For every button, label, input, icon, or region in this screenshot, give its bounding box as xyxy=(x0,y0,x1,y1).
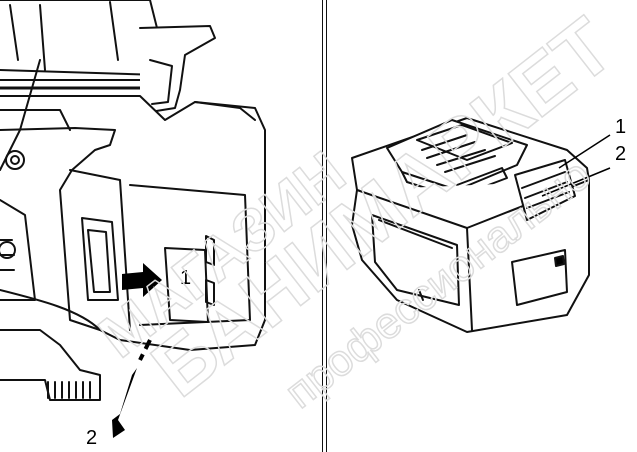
battery-pack-drawing xyxy=(351,117,611,333)
push-arrow xyxy=(122,263,162,297)
callout-1-right: 1 xyxy=(615,116,627,138)
panel-divider xyxy=(322,0,327,452)
slide-arrow xyxy=(112,339,152,438)
callout-2-left: 2 xyxy=(86,427,98,449)
callout-2-right: 2 xyxy=(615,143,627,165)
callout-1-left: 1 xyxy=(180,267,192,289)
right-illustration-panel: 1 2 xyxy=(327,0,637,452)
laser-level-drawing xyxy=(0,0,266,438)
left-illustration-panel: 1 2 xyxy=(0,0,266,449)
